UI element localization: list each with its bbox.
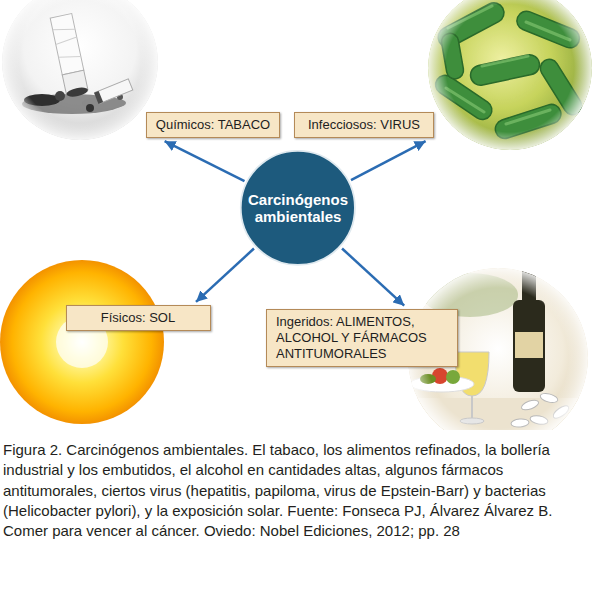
- cigarette-picture: [2, 0, 158, 140]
- sun-picture: [0, 260, 164, 424]
- category-box: Físicos: SOL: [66, 305, 211, 331]
- category-box: Químicos: TABACO: [146, 112, 280, 138]
- node-layer: Químicos: TABACO Infecciosos: VIRUS Carcin…: [0, 0, 593, 430]
- category-box: Ingeridos: ALIMENTOS, ALCOHOL Y FÁRMACOS…: [266, 309, 458, 368]
- bacteria-picture: [428, 0, 592, 150]
- hub-circle: Carcinógenos ambientales: [239, 149, 357, 267]
- box-text: Infecciosos: VIRUS: [304, 117, 424, 133]
- box-text: Químicos: TABACO: [156, 117, 270, 133]
- arrow-connector: [196, 249, 254, 302]
- arrow-connector: [342, 248, 404, 305]
- figure-caption: Figura 2. Carcinógenos ambientales. El t…: [3, 440, 590, 541]
- box-text: Ingeridos: ALIMENTOS, ALCOHOL Y FÁRMACOS…: [276, 314, 448, 363]
- box-text: Físicos: SOL: [76, 310, 201, 326]
- hub-text: Carcinógenos ambientales: [247, 191, 349, 226]
- category-box: Infecciosos: VIRUS: [294, 112, 434, 138]
- arrow-connector: [165, 141, 245, 181]
- arrow-connector: [351, 141, 426, 180]
- circle-fill: [241, 151, 355, 265]
